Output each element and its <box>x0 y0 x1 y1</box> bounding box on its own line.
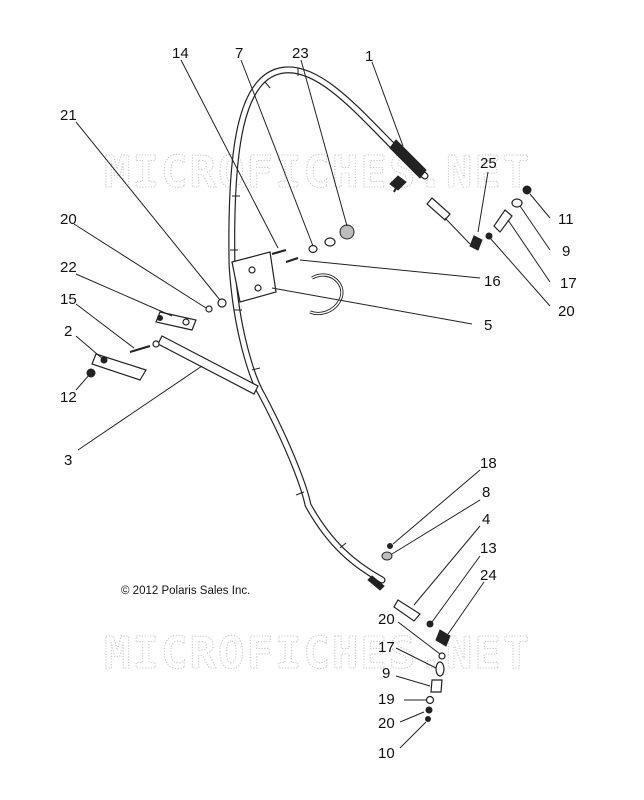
copyright-notice: © 2012 Polaris Sales Inc. <box>121 585 250 597</box>
callout-17-upper: 17 <box>560 275 577 292</box>
callout-10: 10 <box>378 745 395 762</box>
callout-8: 8 <box>482 484 490 501</box>
cable-assembly <box>228 66 471 622</box>
watermark-top: MICROFICHES.NET <box>104 147 531 198</box>
callout-13: 13 <box>480 540 497 557</box>
callout-22: 22 <box>60 259 77 276</box>
callout-12: 12 <box>60 389 77 406</box>
callout-1: 1 <box>365 48 373 65</box>
callout-2: 2 <box>64 323 72 340</box>
callout-9-lower: 9 <box>382 665 390 682</box>
callout-25: 25 <box>480 155 497 172</box>
callout-21: 21 <box>60 107 77 124</box>
callout-15: 15 <box>60 291 77 308</box>
callout-23: 23 <box>292 45 309 62</box>
watermark-bottom: MICROFICHES.NET <box>104 628 531 679</box>
hardware-parts <box>86 175 532 722</box>
callout-20-lower-a: 20 <box>378 611 395 628</box>
mount-bracket <box>231 251 344 316</box>
callout-16: 16 <box>484 273 501 290</box>
callout-24: 24 <box>480 567 497 584</box>
callout-17-lower: 17 <box>378 639 395 656</box>
callout-18: 18 <box>480 455 497 472</box>
callout-9-upper: 9 <box>562 243 570 260</box>
lever-assembly <box>91 311 259 395</box>
callout-4: 4 <box>482 511 490 528</box>
callout-numbers: 14 7 23 1 21 25 20 11 9 22 16 17 15 20 5… <box>60 45 577 762</box>
callout-20-lower-b: 20 <box>378 715 395 732</box>
callout-19: 19 <box>378 691 395 708</box>
callout-20-upper-right: 20 <box>558 303 575 320</box>
callout-11: 11 <box>558 211 574 228</box>
callout-14: 14 <box>172 45 189 62</box>
callout-20-left: 20 <box>60 211 77 228</box>
callout-3: 3 <box>64 452 72 469</box>
callout-5: 5 <box>484 317 492 334</box>
leader-lines <box>73 59 551 749</box>
callout-7: 7 <box>235 45 243 62</box>
